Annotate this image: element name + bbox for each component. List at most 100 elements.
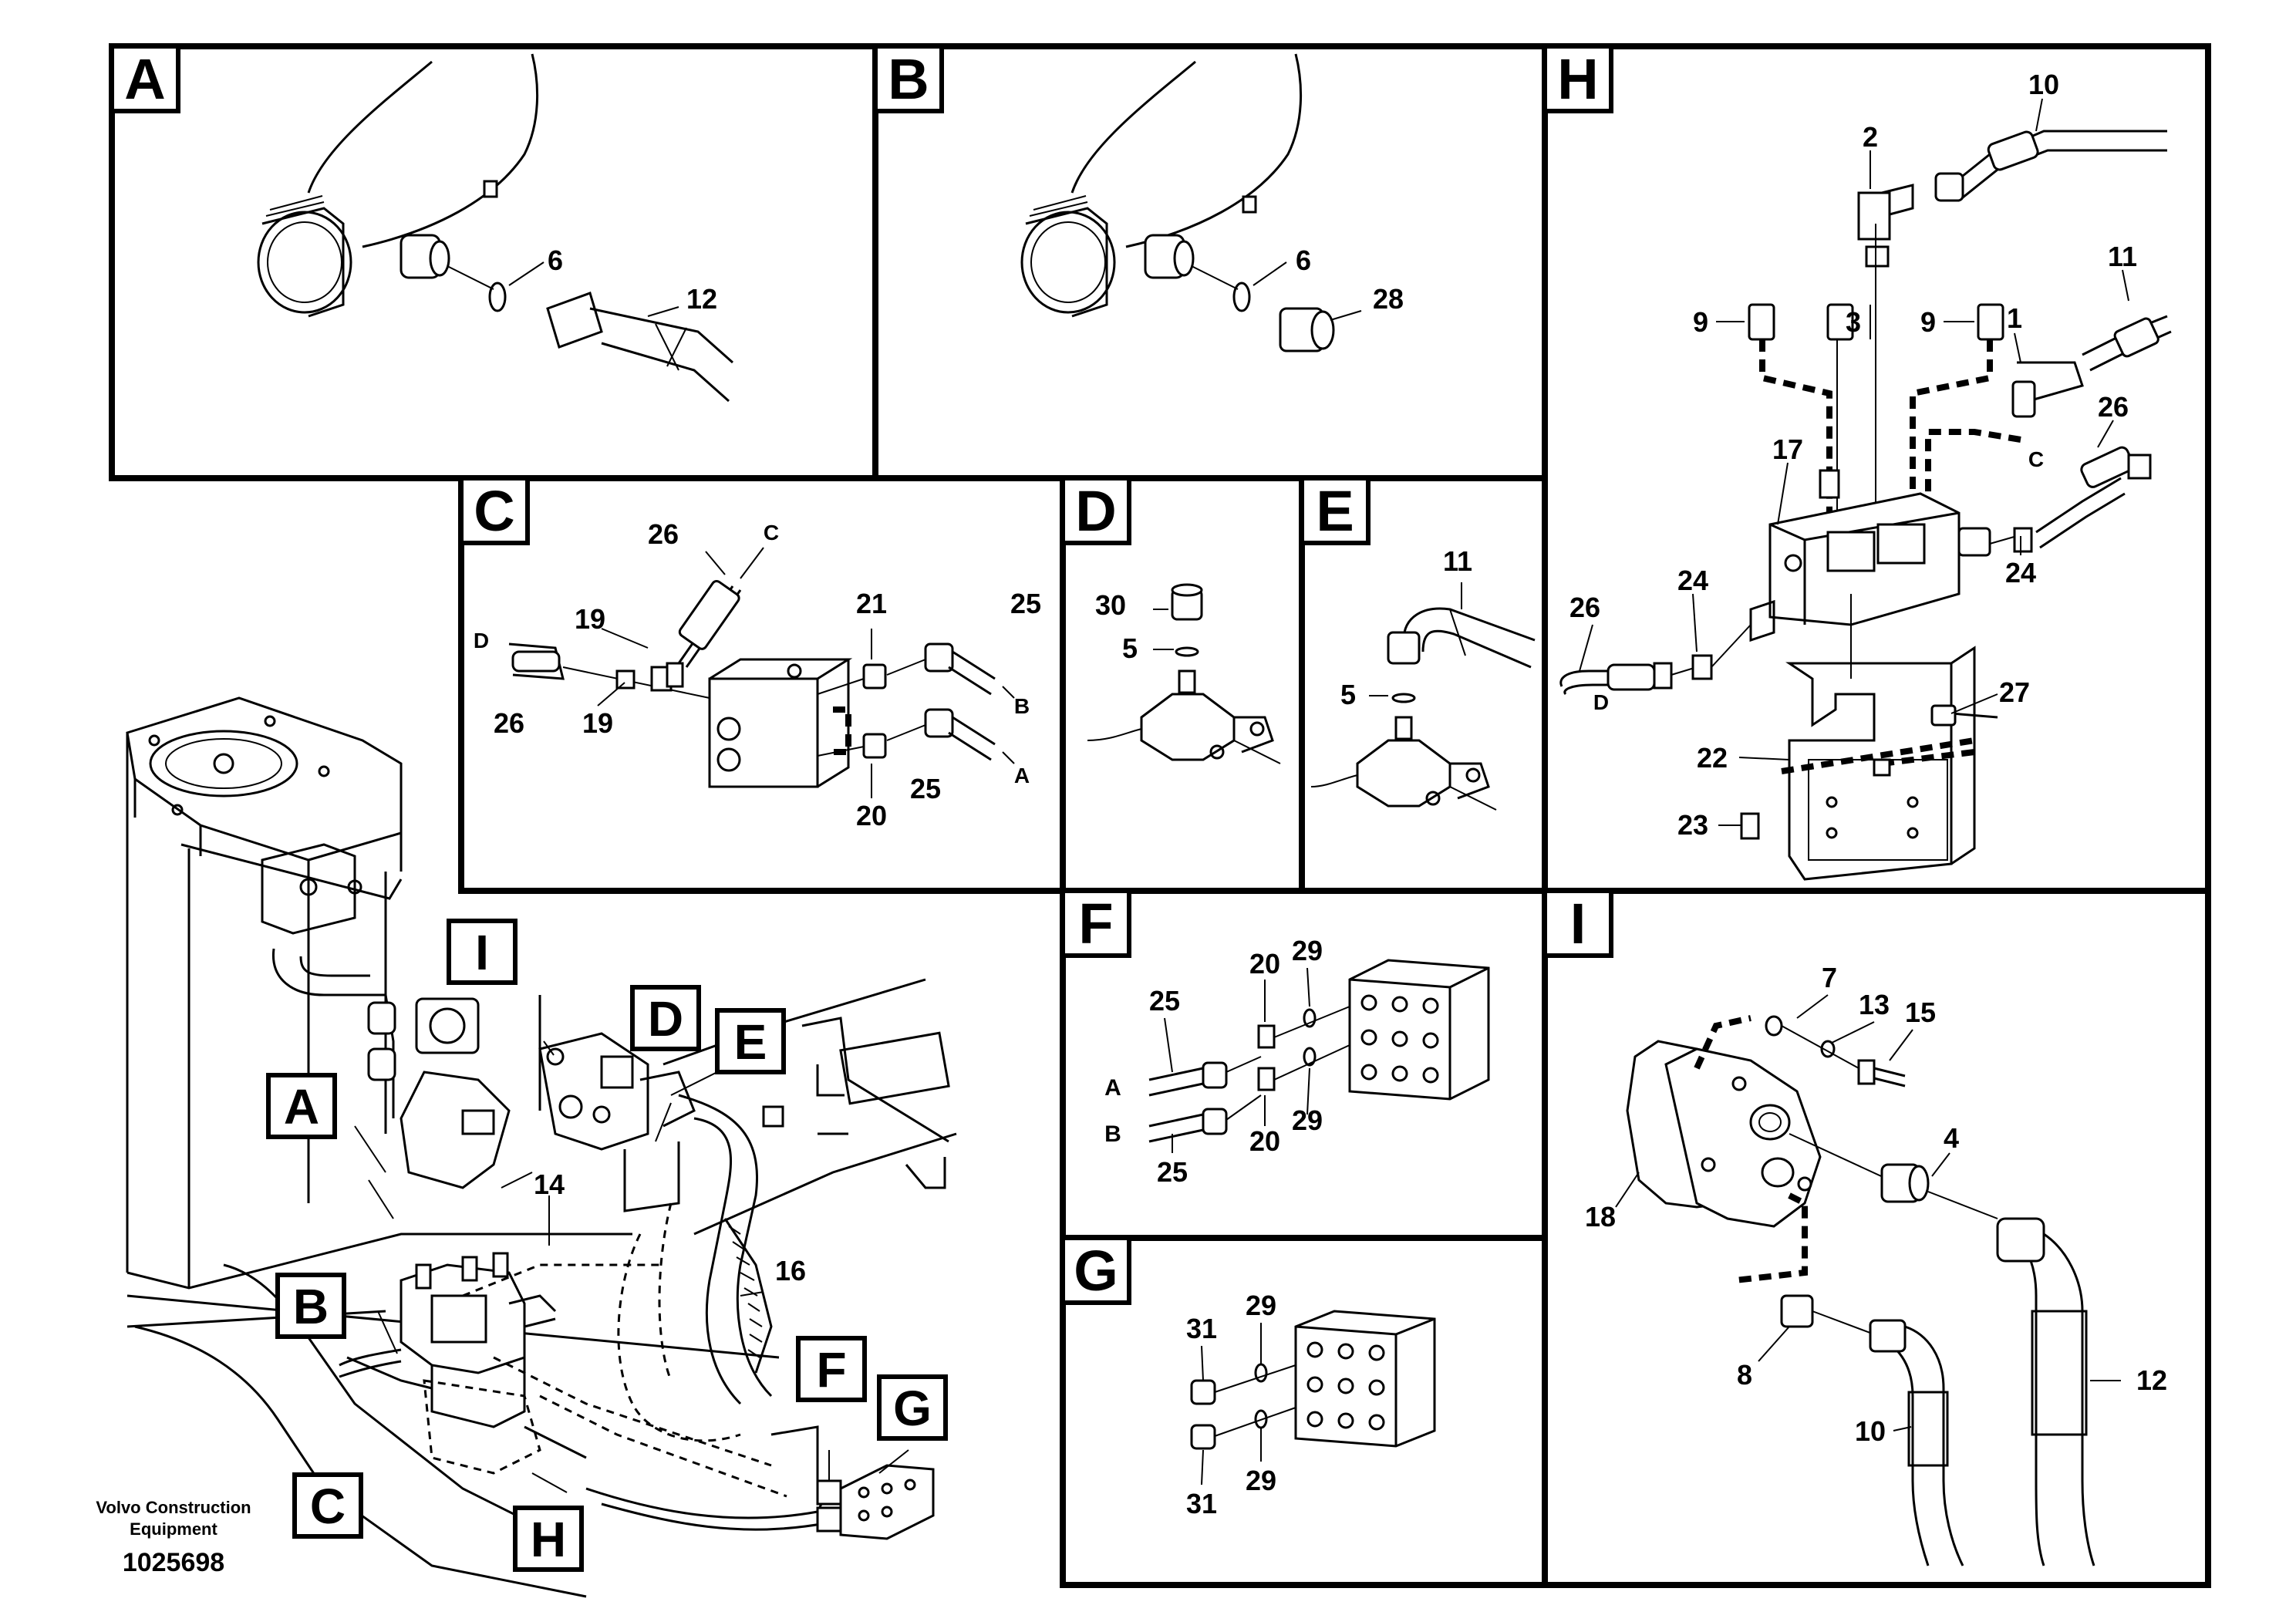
panel-i-label-4: 4 [1944, 1122, 1959, 1154]
panel-h-label-26-left: 26 [1569, 592, 1600, 623]
overview-callout-i-label: I [475, 925, 489, 980]
panel-h-label-23: 23 [1677, 809, 1708, 841]
panel-a-drawing: 6 12 [257, 53, 733, 403]
panel-a-letter: A [124, 47, 165, 111]
panel-i-label-12: 12 [2136, 1364, 2167, 1396]
panel-h-label-10: 10 [2028, 69, 2059, 100]
caption-maker-line-1: Volvo Construction [96, 1498, 251, 1517]
overview-callout-b: B [275, 1273, 346, 1339]
overview-callout-a-label: A [284, 1079, 319, 1135]
panel-a-label-6: 6 [548, 244, 563, 276]
panel-f-label-a: A [1104, 1075, 1121, 1101]
overview-label-14: 14 [534, 1168, 565, 1200]
overview-callout-d-label: D [648, 991, 683, 1047]
panel-h-drawing: 10 2 11 9 3 9 1 26 C 17 24 24 26 D 27 22… [1559, 69, 2172, 881]
overview-callout-f-label: F [816, 1342, 846, 1398]
panel-f-label-29-top: 29 [1292, 935, 1323, 966]
panel-c-label-21: 21 [856, 588, 887, 619]
overview-callout-c-label: C [310, 1479, 346, 1534]
panel-h-label-11: 11 [2108, 241, 2137, 272]
panel-f-badge: F [1060, 889, 1131, 958]
panel-d-badge: D [1060, 476, 1131, 545]
panel-f-label-25-top: 25 [1149, 985, 1180, 1017]
panel-h-label-d: D [1593, 690, 1609, 714]
panel-h-label-22: 22 [1697, 742, 1728, 774]
panel-h-label-3: 3 [1846, 306, 1861, 338]
panel-g-label-29-top: 29 [1246, 1290, 1276, 1321]
caption-doc-number: 1025698 [123, 1548, 224, 1577]
panel-h-label-24-left: 24 [1677, 565, 1708, 596]
panel-c-badge: C [459, 476, 530, 545]
panel-i-label-15: 15 [1905, 996, 1936, 1028]
panel-c-label-25-top: 25 [1010, 588, 1041, 619]
panel-c-label-26-top: 26 [648, 518, 679, 550]
panel-h-label-27: 27 [1999, 676, 2030, 708]
panel-f-label-b: B [1104, 1121, 1121, 1147]
panel-c-label-25-bottom: 25 [910, 773, 941, 804]
panel-a-badge: A [110, 44, 180, 113]
panel-i-label-8: 8 [1737, 1359, 1752, 1391]
panel-b-label-28: 28 [1373, 283, 1404, 315]
panel-a-label-12: 12 [686, 283, 717, 315]
panel-c-label-26-bottom: 26 [494, 707, 524, 739]
panel-e-label-5: 5 [1340, 679, 1356, 710]
caption-maker-line-2: Equipment [130, 1519, 217, 1539]
panel-i-label-10: 10 [1855, 1415, 1886, 1447]
panel-b-drawing: 6 28 [1020, 53, 1404, 352]
panel-h-label-2: 2 [1863, 121, 1878, 153]
panel-f-letter: F [1078, 892, 1113, 956]
panel-f-label-20-top: 20 [1249, 948, 1280, 980]
panel-e-label-11: 11 [1443, 545, 1472, 577]
overview-drawing [126, 696, 957, 1598]
panel-h-label-c: C [2028, 447, 2044, 471]
overview-callout-h-label: H [531, 1512, 566, 1567]
panel-i-label-7: 7 [1822, 962, 1837, 993]
panel-h-label-9-left: 9 [1693, 306, 1708, 338]
panel-e-drawing: 11 5 [1310, 545, 1536, 811]
panel-g-letter: G [1074, 1239, 1118, 1303]
overview-callout-g: G [877, 1374, 948, 1441]
panel-h-badge: H [1542, 44, 1613, 113]
panel-i-label-13: 13 [1859, 989, 1890, 1020]
panel-c-label-a: A [1014, 764, 1030, 787]
overview-callout-e-label: E [734, 1014, 767, 1070]
overview-callout-d: D [630, 985, 701, 1051]
overview-callout-c: C [292, 1472, 363, 1539]
panel-h-label-26-right: 26 [2098, 391, 2129, 423]
panel-i-label-18: 18 [1585, 1201, 1616, 1233]
drawing-caption: Volvo Construction Equipment 1025698 [96, 1498, 251, 1577]
panel-i-drawing: 7 13 15 4 18 8 12 10 [1585, 962, 2167, 1566]
panel-g-badge: G [1060, 1236, 1131, 1305]
panel-c-label-19-top: 19 [575, 603, 605, 635]
overview-callout-f: F [796, 1336, 867, 1402]
panel-i-badge: I [1542, 889, 1613, 958]
panel-e-letter: E [1316, 479, 1354, 543]
panel-d-label-5: 5 [1122, 632, 1138, 664]
panel-f-label-25-bottom: 25 [1157, 1156, 1188, 1188]
panel-f-label-20-bottom: 20 [1249, 1125, 1280, 1157]
panel-f-label-29-bottom: 29 [1292, 1104, 1323, 1136]
panel-h-label-1: 1 [2007, 302, 2022, 334]
panel-g-drawing: 31 29 31 29 [1186, 1290, 1436, 1519]
overview-callout-a: A [266, 1073, 337, 1139]
panel-frames [109, 43, 2211, 1588]
panel-b-label-6: 6 [1296, 244, 1311, 276]
panel-d-label-30: 30 [1095, 589, 1126, 621]
panel-c-label-19-bottom: 19 [582, 707, 613, 739]
panel-i-letter: I [1570, 892, 1586, 956]
overview-callout-i: I [447, 919, 518, 985]
panel-h-label-17: 17 [1772, 433, 1803, 465]
overview-callout-h: H [513, 1506, 584, 1572]
panel-g-label-29-bottom: 29 [1246, 1465, 1276, 1496]
panel-letter-badges: A B H C D E F I [110, 44, 1613, 1305]
overview-callouts: I D E A B F G C [266, 919, 948, 1572]
panel-e-badge: E [1300, 476, 1371, 545]
overview-label-16: 16 [775, 1255, 806, 1286]
panel-g-label-31-top: 31 [1186, 1313, 1217, 1344]
panel-b-badge: B [873, 44, 944, 113]
panel-h-label-24-right: 24 [2005, 557, 2036, 588]
panel-h-letter: H [1557, 47, 1598, 111]
panel-c-label-c-top: C [764, 521, 779, 545]
overview-callout-b-label: B [293, 1279, 329, 1334]
